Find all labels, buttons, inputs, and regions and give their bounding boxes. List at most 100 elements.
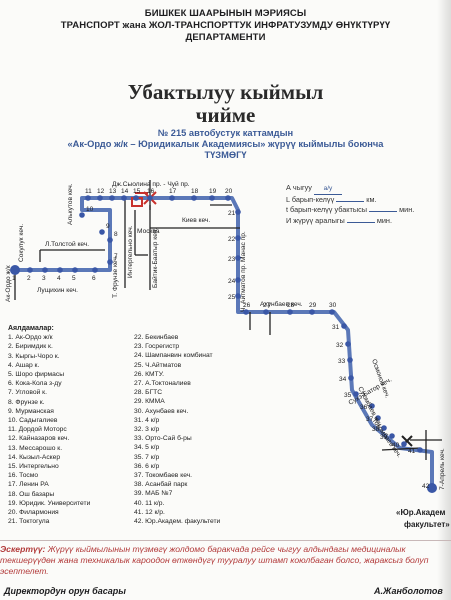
bus-stop-marker	[133, 195, 139, 201]
street-label: Ч. Айтматов пр.	[239, 264, 247, 312]
legend-heading: Аялдамалар:	[8, 325, 54, 332]
stop-number: 42	[422, 483, 430, 490]
legend-item: 27. А.Токтоналиев	[134, 380, 191, 388]
bus-stop-marker	[147, 195, 153, 201]
stop-number: 28	[287, 302, 295, 309]
stop-number: 13	[109, 188, 117, 195]
bus-stop-marker	[375, 415, 381, 421]
stop-number: 27	[263, 302, 271, 309]
bus-stop-marker	[263, 309, 269, 315]
legend-item: 9. Мурманская	[8, 407, 54, 415]
title-line-2: чийме	[195, 103, 256, 127]
bus-stop-marker	[99, 229, 105, 235]
legend-item: 24. Шампанвин комбинат	[134, 352, 213, 360]
legend-item: 6. Кока-Кола з-ду	[8, 380, 62, 388]
legend-item: 20. Филармония	[8, 509, 59, 517]
stop-number: 24	[228, 278, 236, 285]
stop-number: 29	[309, 302, 317, 309]
stop-number: 31	[332, 324, 340, 331]
legend-item: 40. 11 к/р.	[134, 499, 165, 507]
field-length: L барып-келүү км.	[286, 195, 377, 205]
stop-number: 12	[97, 188, 105, 195]
route-parameters: А чыгуу а/у L барып-келүү км. t барып-ке…	[286, 183, 414, 226]
legend-item: 28. БГТС	[134, 389, 163, 397]
stop-number: 14	[121, 188, 129, 195]
legend-item: 7. Угловой к.	[8, 389, 47, 397]
street-label: Интергельно кеч.	[127, 225, 134, 278]
footer-divider	[0, 540, 451, 541]
header-line-3: ДЕПАРТАМЕНТИ	[185, 32, 266, 43]
legend-item: 16. Тосмо	[8, 472, 39, 480]
bus-stop-marker	[235, 235, 241, 241]
bus-stop-marker	[345, 341, 351, 347]
note-text: Жүрүү кыймылынын түзмөгү жолдомо баракча…	[0, 544, 429, 576]
page-edge-shadow	[437, 0, 451, 600]
stop-number: 37	[366, 416, 374, 423]
bus-stop-marker	[417, 447, 423, 453]
stop-number: 10	[86, 206, 94, 213]
legend-item: 3. Кыргы-Чоро к.	[8, 352, 60, 360]
street-label: Ахунбаев кеч.	[260, 300, 303, 308]
bus-stop-marker	[235, 209, 241, 215]
bus-stop-marker	[169, 195, 175, 201]
stop-number: 11	[85, 188, 92, 195]
bus-stop-marker	[329, 309, 335, 315]
bus-stop-marker	[92, 267, 98, 273]
bus-stop-marker	[347, 357, 353, 363]
legend-item: 11. Дордой Моторс	[8, 426, 67, 434]
street-label: Ак-Ордо ж/к	[5, 265, 12, 302]
bus-stop-marker	[309, 309, 315, 315]
legend-item: 25. Ч.Айтматов	[134, 361, 182, 369]
stop-number: 4	[57, 275, 61, 282]
legend-item: 15. Интергельно	[8, 463, 59, 471]
legend-item: 8. Фрунзе к.	[8, 398, 45, 406]
stop-number: 2	[27, 275, 31, 282]
stop-number: 18	[191, 188, 199, 195]
field-interval: И жүрүү аралыгы мин.	[286, 215, 392, 225]
svg-text:«Юр.Академ: «Юр.Академ	[396, 508, 445, 517]
legend-item: 17. Ленин РА	[8, 481, 49, 489]
legend-item: 42. Юр.Академ. факультети	[134, 518, 221, 526]
bus-stop-marker	[97, 195, 103, 201]
stop-number: 30	[329, 302, 337, 309]
svg-text:факультет»: факультет»	[404, 520, 450, 529]
street-label: Сокулук кеч.	[18, 224, 25, 262]
street-label: Байтик-Баатыр кеч.	[151, 228, 159, 288]
street-label: Алькутов кеч.	[67, 183, 74, 225]
street-label: 7-Апрель кеч.	[439, 448, 446, 490]
bus-stop-marker	[107, 259, 113, 265]
stop-number: 35	[344, 392, 352, 399]
bus-stop-marker	[235, 277, 241, 283]
title-line-1: Убактылуу кыймыл	[127, 80, 324, 104]
legend-item: 30. Ахунбаев кеч.	[134, 407, 189, 415]
legend-item: 23. Госрегистр	[134, 343, 180, 351]
street-label: Манас пр.	[240, 231, 247, 262]
stop-number: 36	[360, 404, 368, 411]
legend-item: 39. МАБ №7	[134, 490, 173, 498]
stop-number: 40	[392, 442, 400, 449]
street-label: Москва	[137, 228, 160, 235]
legend-item: 32. 3 к/р	[134, 426, 160, 434]
street-label: Т. Фрунзе кеч.	[112, 255, 119, 298]
stop-number: 8	[114, 231, 118, 238]
stop-number: 15	[133, 188, 141, 195]
bus-stop-marker	[389, 433, 395, 439]
legend-item: 35. 7 к/р	[134, 453, 160, 461]
note-label: Эскертүү:	[0, 544, 46, 554]
stop-number: 9	[106, 223, 110, 230]
legend-item: 21. Токтогула	[8, 518, 50, 526]
legend-item: 29. КММА	[134, 398, 165, 406]
legend-item: 12. Кайназаров кеч.	[8, 435, 70, 443]
stop-number: 16	[147, 188, 155, 195]
legend-item: 19. Юридик. Университети	[8, 499, 91, 507]
stop-number: 23	[228, 256, 236, 263]
stop-number: 41	[408, 448, 416, 455]
stop-number: 19	[209, 188, 217, 195]
legend-item: 13. Мессарошо к.	[8, 444, 63, 452]
bus-stops	[10, 195, 437, 493]
stop-number: 6	[92, 275, 96, 282]
stop-number: 22	[228, 236, 236, 243]
bus-stop-marker	[235, 293, 241, 299]
